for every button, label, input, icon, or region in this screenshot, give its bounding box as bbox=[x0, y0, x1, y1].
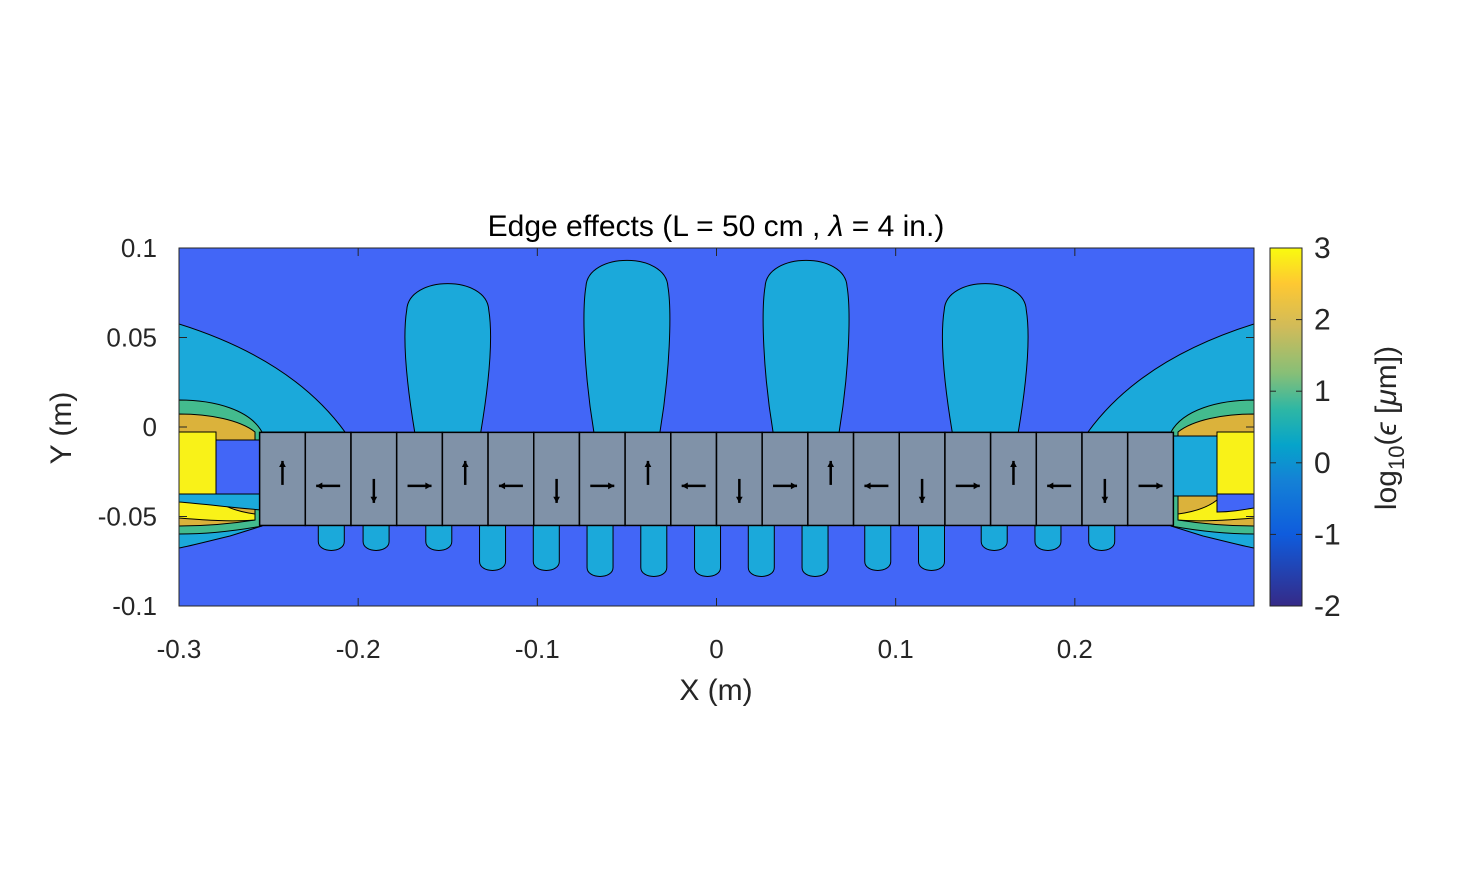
colorbar-label-part: 10 bbox=[1384, 446, 1409, 470]
magnetization-arrowhead bbox=[498, 482, 506, 490]
lower-field-lobe bbox=[1034, 524, 1062, 551]
magnet-array bbox=[258, 431, 1175, 527]
y-tick-label: 0 bbox=[143, 412, 157, 442]
lower-field-lobe bbox=[317, 524, 345, 551]
upper-field-lobe bbox=[404, 283, 492, 433]
lower-field-lobe bbox=[801, 524, 829, 577]
magnetization-arrowhead bbox=[316, 482, 323, 490]
colorbar-tick-label: -1 bbox=[1314, 518, 1341, 551]
magnet-block bbox=[944, 431, 992, 527]
magnet-block bbox=[578, 431, 626, 527]
magnet-block bbox=[1035, 431, 1083, 527]
magnetization-arrowhead bbox=[681, 482, 688, 490]
x-axis-label: X (m) bbox=[679, 674, 752, 707]
colorbar-label-part: log bbox=[1370, 470, 1403, 510]
magnet-block bbox=[852, 431, 900, 527]
lower-lobes bbox=[317, 524, 1116, 577]
lower-field-lobe bbox=[1088, 524, 1116, 551]
lower-field-lobe bbox=[362, 524, 390, 551]
magnetization-arrowhead bbox=[279, 460, 286, 468]
magnetization-arrowhead bbox=[1010, 460, 1017, 468]
magnetization-arrowhead bbox=[1156, 482, 1163, 490]
title-part: = 4 in.) bbox=[843, 210, 944, 243]
x-tick-label: 0 bbox=[709, 634, 723, 664]
magnet-block bbox=[1126, 431, 1175, 527]
magnet-block bbox=[670, 431, 718, 527]
magnetization-arrowhead bbox=[735, 496, 743, 503]
left-edge-hotspot bbox=[179, 399, 263, 535]
colorbar-label-part: μ bbox=[1370, 389, 1403, 406]
colorbar-tick-label: 0 bbox=[1314, 447, 1331, 480]
title-part: Edge effects (L = 50 cm , bbox=[488, 210, 829, 243]
chart-title: Edge effects (L = 50 cm , λ = 4 in.) bbox=[488, 210, 945, 243]
lower-field-lobe bbox=[694, 524, 722, 577]
magnetization-arrowhead bbox=[918, 496, 926, 503]
colorbar-gradient bbox=[1269, 247, 1303, 607]
colorbar-label-part: ϵ bbox=[1370, 422, 1403, 436]
left-gap-region bbox=[215, 439, 263, 495]
colorbar-label-part: m]) bbox=[1370, 346, 1403, 389]
x-tick-label: 0.2 bbox=[1057, 634, 1093, 664]
colorbar-label-part: ( bbox=[1370, 436, 1403, 446]
magnet-block bbox=[304, 431, 352, 527]
lower-field-lobe bbox=[479, 524, 507, 571]
colorbar-tick-label: -2 bbox=[1314, 590, 1341, 623]
colorbar-label-part: [ bbox=[1370, 405, 1403, 422]
lower-field-lobe bbox=[586, 524, 614, 577]
upper-field-lobe bbox=[583, 259, 671, 433]
colorbar-tick-label: 1 bbox=[1314, 375, 1331, 408]
magnetization-arrowhead bbox=[1047, 482, 1054, 490]
upper-lobes bbox=[404, 259, 1029, 433]
magnetization-arrowhead bbox=[864, 482, 871, 490]
upper-field-lobe bbox=[941, 283, 1029, 433]
x-tick-label: -0.1 bbox=[515, 634, 560, 664]
title-part: λ bbox=[827, 210, 844, 243]
magnet-block bbox=[761, 431, 809, 527]
magnetization-arrowhead bbox=[827, 460, 835, 468]
y-tick-label: 0.05 bbox=[106, 323, 157, 353]
magnetization-arrowhead bbox=[553, 496, 560, 503]
magnetization-arrowhead bbox=[644, 460, 652, 468]
magnetization-arrowhead bbox=[461, 460, 469, 468]
right-edge-hotspot bbox=[1170, 399, 1254, 535]
right-lower-blue bbox=[1216, 493, 1254, 513]
magnet-block bbox=[487, 431, 535, 527]
lower-field-lobe bbox=[532, 524, 560, 571]
lower-field-lobe bbox=[640, 524, 668, 577]
colorbar-label: log10(ϵ [μm]) bbox=[1370, 346, 1409, 510]
x-tick-label: -0.2 bbox=[336, 634, 381, 664]
y-tick-label: -0.05 bbox=[98, 502, 157, 532]
lower-field-lobe bbox=[980, 524, 1008, 551]
magnet-block bbox=[395, 431, 444, 527]
lower-field-lobe bbox=[864, 524, 892, 571]
colorbar-tick-label: 3 bbox=[1314, 232, 1331, 265]
colorbar-tick-label: 2 bbox=[1314, 304, 1331, 337]
lower-field-lobe bbox=[425, 524, 453, 551]
x-tick-label: -0.3 bbox=[157, 634, 202, 664]
plot-area bbox=[179, 248, 1254, 606]
colorbar-ticks: 3 2 1 0 -1 -2 bbox=[1270, 232, 1341, 623]
magnetization-arrowhead bbox=[608, 482, 615, 490]
right-gap-region bbox=[1170, 435, 1218, 497]
x-axis: -0.3 -0.2 -0.1 0 0.1 0.2 bbox=[157, 248, 1093, 664]
y-tick-label: -0.1 bbox=[112, 591, 157, 621]
y-axis-label: Y (m) bbox=[45, 392, 78, 465]
lower-field-lobe bbox=[747, 524, 775, 577]
upper-field-lobe bbox=[762, 259, 850, 433]
magnetization-arrowhead bbox=[425, 482, 432, 490]
y-tick-label: 0.1 bbox=[121, 233, 157, 263]
magnetization-arrowhead bbox=[370, 496, 378, 503]
magnetization-arrowhead bbox=[790, 482, 798, 490]
y-axis: 0.1 0.05 0 -0.05 -0.1 bbox=[98, 233, 1254, 621]
x-tick-label: 0.1 bbox=[878, 634, 914, 664]
magnetization-arrowhead bbox=[973, 482, 980, 490]
lower-field-lobe bbox=[918, 524, 945, 571]
magnetization-arrowhead bbox=[1101, 496, 1109, 503]
